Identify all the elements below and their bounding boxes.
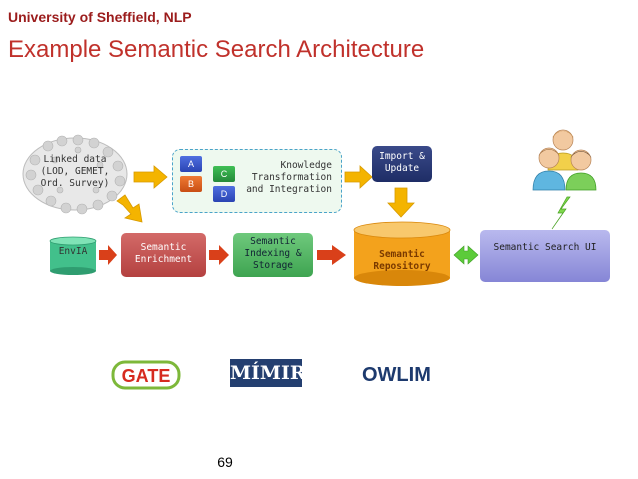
gate-logo-text: GATE bbox=[122, 366, 171, 386]
import-update-box: Import & Update bbox=[372, 146, 432, 182]
envia-cylinder bbox=[49, 236, 97, 275]
arrow-indexing-to-repository bbox=[317, 245, 346, 265]
arrow-repository-ui-bidirectional bbox=[453, 245, 479, 265]
arrow-cloud-to-kb bbox=[133, 165, 168, 189]
slide-title: Example Semantic Search Architecture bbox=[8, 36, 425, 63]
semantic-enrichment-box: Semantic Enrichment bbox=[121, 233, 206, 277]
cube-a: A bbox=[180, 156, 202, 172]
page-number: 69 bbox=[217, 454, 233, 470]
semantic-repository-label: Semantic Repository bbox=[373, 249, 431, 272]
cube-d: D bbox=[213, 186, 235, 202]
arrow-import-to-repository bbox=[387, 187, 415, 218]
mimir-logo: MÍMIR bbox=[230, 359, 306, 387]
arrow-enrichment-to-indexing bbox=[209, 245, 229, 265]
arrow-cloud-to-enrichment bbox=[116, 194, 143, 223]
knowledge-integration-label: Knowledge Transformation and Integration bbox=[246, 160, 332, 195]
owlim-logo: OWLIM bbox=[362, 364, 431, 386]
cube-b: B bbox=[180, 176, 202, 192]
arrow-envia-to-enrichment bbox=[99, 245, 117, 265]
semantic-indexing-box: Semantic Indexing & Storage bbox=[233, 233, 313, 277]
linked-data-label: Linked data (LOD, GEMET, Ord. Survey) bbox=[40, 154, 110, 189]
envia-label: EnvIA bbox=[58, 246, 88, 257]
organization-header: University of Sheffield, NLP bbox=[8, 9, 192, 25]
semantic-search-ui-box: Semantic Search UI bbox=[480, 230, 610, 282]
arrow-kb-to-import bbox=[344, 165, 373, 189]
gate-logo: GATE bbox=[111, 360, 181, 390]
repository-cylinder bbox=[353, 221, 451, 286]
linked-data-cloud bbox=[22, 134, 128, 215]
lightning-bolt-icon bbox=[551, 196, 571, 230]
users-icon bbox=[532, 129, 597, 191]
cube-c: C bbox=[213, 166, 235, 182]
